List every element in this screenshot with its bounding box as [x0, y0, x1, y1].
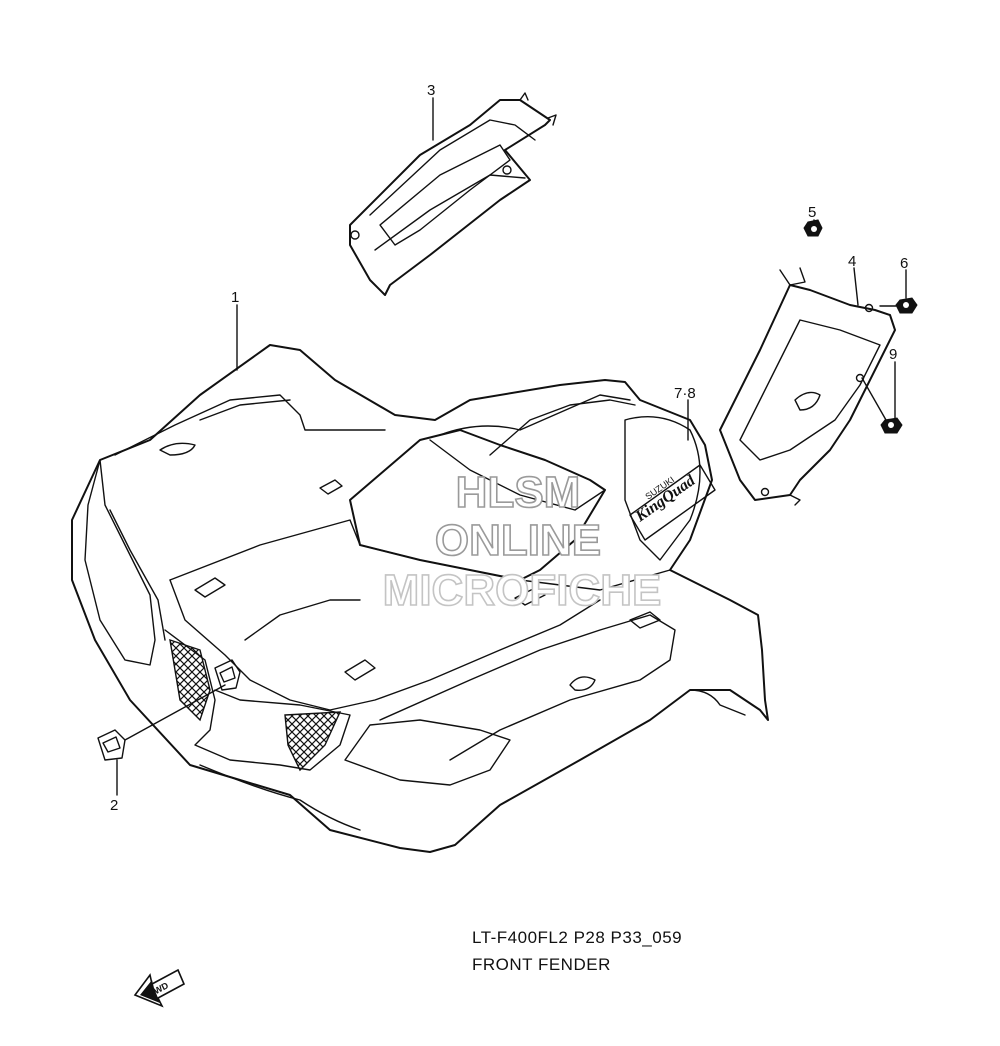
callout-9: 9 [889, 346, 897, 363]
watermark-line-1: HLSM [456, 468, 581, 517]
callout-3: 3 [427, 82, 435, 99]
part-4-side-panel [719, 267, 896, 506]
callout-7-8: 7·8 [674, 385, 696, 402]
callout-numbers: 1 2 3 4 5 6 7·8 9 [110, 82, 908, 814]
callout-1: 1 [231, 289, 239, 306]
fastener-9 [861, 377, 903, 434]
part-3-panel [349, 92, 557, 296]
watermark: HLSM ONLINE MICROFICHE [382, 467, 662, 616]
callout-2: 2 [110, 797, 118, 814]
watermark-line-3: MICROFICHE [383, 566, 662, 615]
fastener-5 [803, 219, 823, 237]
callout-6: 6 [900, 255, 908, 272]
callout-5: 5 [808, 204, 816, 221]
front-fender-part [71, 344, 769, 853]
part-2-clip [97, 659, 241, 761]
fastener-6 [879, 297, 918, 314]
forward-arrow-icon: FWD [133, 968, 186, 1008]
diagram-code: LT-F400FL2 P28 P33_059 [472, 928, 683, 947]
leader-lines [116, 97, 907, 796]
diagram-title: FRONT FENDER [472, 955, 611, 974]
watermark-line-2: ONLINE [435, 516, 601, 565]
callout-4: 4 [848, 253, 856, 270]
